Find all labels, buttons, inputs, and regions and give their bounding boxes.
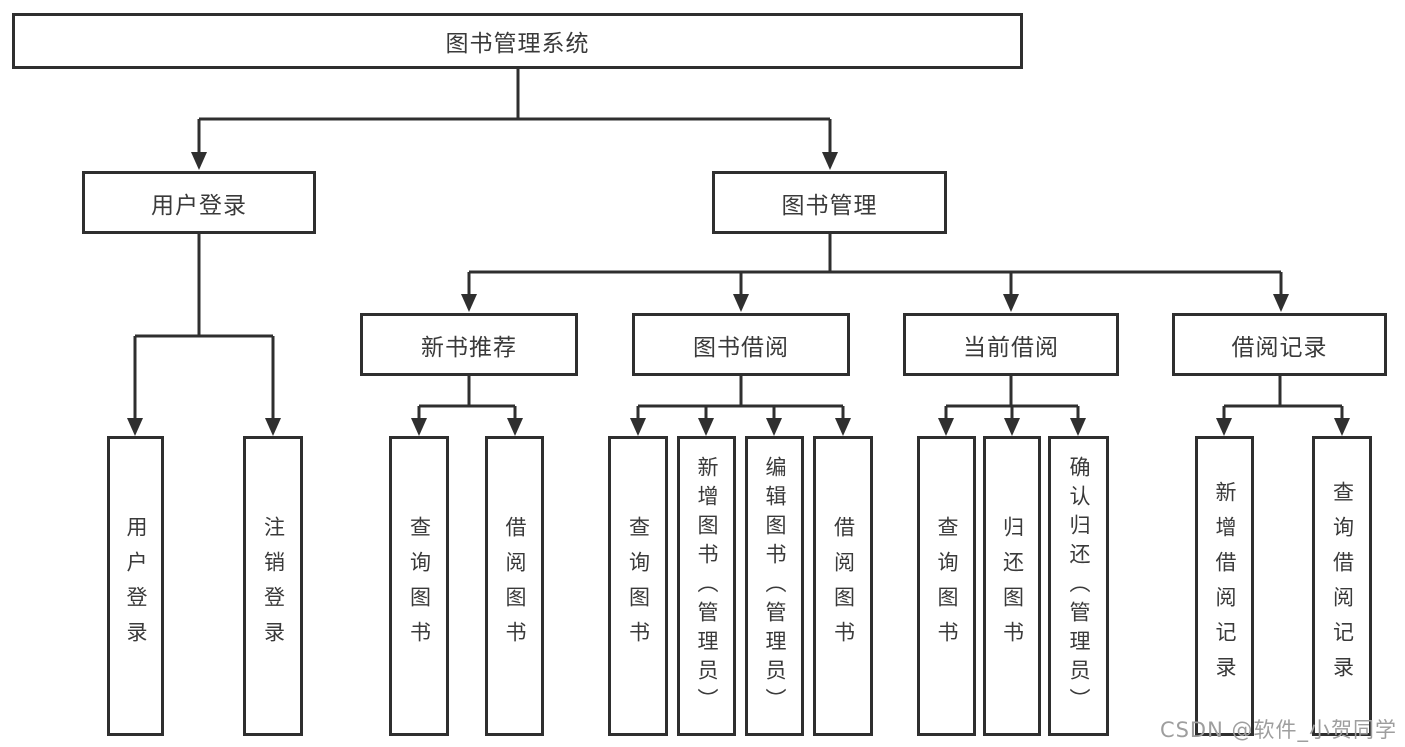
node-label: 借阅图书 bbox=[831, 516, 856, 656]
node-label: 确认归还（管理员） bbox=[1067, 455, 1091, 717]
node-label: 新增借阅记录 bbox=[1213, 481, 1237, 691]
leaf-query-books: 查询图书 bbox=[389, 436, 449, 736]
node-label: 注销登录 bbox=[261, 516, 286, 656]
node-root-system: 图书管理系统 bbox=[12, 13, 1023, 69]
node-borrow-records: 借阅记录 bbox=[1172, 313, 1387, 376]
node-label: 用户登录 bbox=[151, 192, 247, 219]
node-label: 图书管理系统 bbox=[445, 31, 590, 57]
leaf-user-login: 用户登录 bbox=[107, 436, 164, 736]
leaf-query-borrow-record: 查询借阅记录 bbox=[1312, 436, 1372, 736]
leaf-query-books: 查询图书 bbox=[917, 436, 976, 736]
node-user-login: 用户登录 bbox=[82, 171, 316, 234]
node-label: 查询图书 bbox=[407, 516, 432, 656]
leaf-add-borrow-record: 新增借阅记录 bbox=[1195, 436, 1254, 736]
node-book-borrowing: 图书借阅 bbox=[632, 313, 850, 376]
node-new-book-recommend: 新书推荐 bbox=[360, 313, 578, 376]
leaf-edit-books-admin: 编辑图书（管理员） bbox=[745, 436, 804, 736]
node-label: 查询图书 bbox=[626, 516, 651, 656]
node-label: 新增图书（管理员） bbox=[695, 455, 719, 717]
arrowheads bbox=[127, 152, 1350, 436]
node-label: 查询借阅记录 bbox=[1330, 481, 1355, 691]
leaf-borrow-books: 借阅图书 bbox=[813, 436, 873, 736]
leaf-borrow-books: 借阅图书 bbox=[485, 436, 544, 736]
node-current-borrowing: 当前借阅 bbox=[903, 313, 1119, 376]
node-label: 查询图书 bbox=[935, 516, 959, 656]
leaf-confirm-return-admin: 确认归还（管理员） bbox=[1048, 436, 1109, 736]
leaf-return-books: 归还图书 bbox=[983, 436, 1041, 736]
node-book-management: 图书管理 bbox=[712, 171, 947, 234]
csdn-watermark: CSDN @软件_小贺同学 bbox=[1159, 718, 1397, 742]
node-label: 编辑图书（管理员） bbox=[763, 455, 787, 717]
node-label: 归还图书 bbox=[1000, 516, 1025, 656]
node-label: 借阅图书 bbox=[503, 516, 527, 656]
node-label: 用户登录 bbox=[124, 516, 148, 656]
node-label: 借阅记录 bbox=[1231, 334, 1328, 361]
node-label: 当前借阅 bbox=[963, 334, 1059, 361]
leaf-logout: 注销登录 bbox=[243, 436, 303, 736]
node-label: 图书管理 bbox=[781, 192, 878, 219]
leaf-add-books-admin: 新增图书（管理员） bbox=[677, 436, 736, 736]
node-label: 新书推荐 bbox=[421, 334, 517, 361]
leaf-query-books: 查询图书 bbox=[608, 436, 668, 736]
node-label: 图书借阅 bbox=[693, 334, 789, 361]
